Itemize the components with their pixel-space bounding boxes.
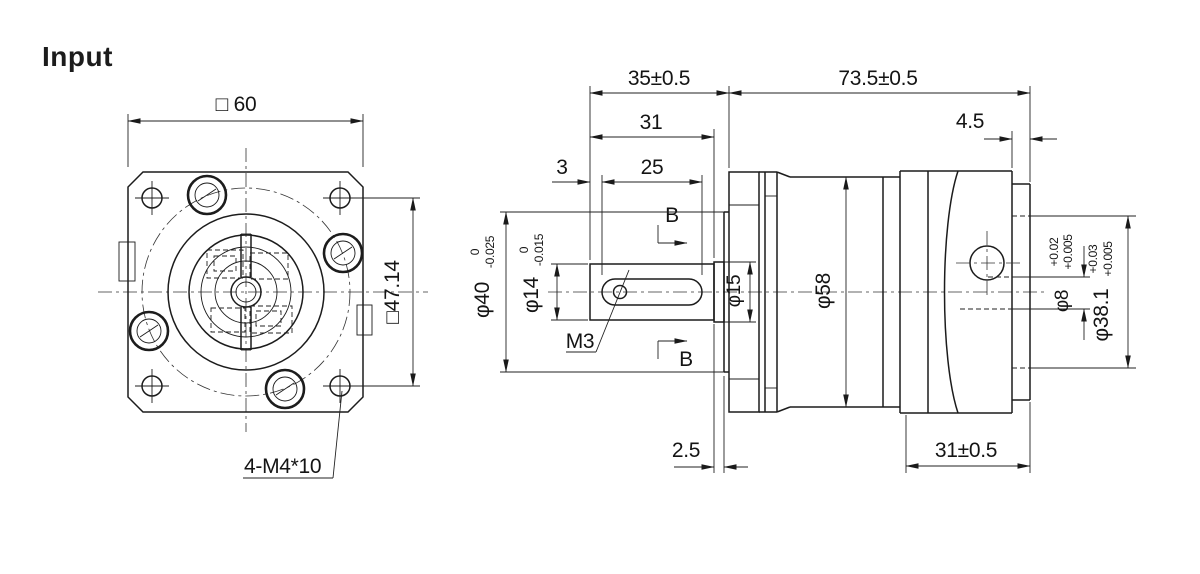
m3-thread-hole	[612, 284, 628, 300]
dim-text-square60: □ 60	[216, 93, 257, 116]
hidden-gear-features	[206, 249, 293, 334]
section-mark-upper: B	[657, 204, 688, 246]
rear-curve	[943, 170, 959, 414]
center-bores	[167, 213, 325, 371]
dim-square-60: □ 60	[127, 93, 364, 167]
pilot-boss	[723, 211, 729, 373]
dim-tol-phi14-lower: -0.015	[532, 233, 546, 266]
rear-cap	[1011, 171, 1031, 413]
dim-tol-phi8-upper: +0.02	[1047, 237, 1061, 266]
dim-phi38-1: φ38.1 +0.03 +0.005	[1030, 215, 1136, 369]
corner-mounting-holes	[135, 181, 357, 403]
dim-text-25: 25	[641, 156, 664, 179]
side-view: B B M3 35±0.5	[468, 67, 1136, 473]
dim-text-phi40: φ40	[471, 282, 494, 318]
housing-body	[790, 170, 1012, 414]
dim-25: 25	[601, 156, 703, 185]
dim-text-73-5: 73.5±0.5	[838, 67, 917, 90]
housing-front-ring	[759, 171, 791, 413]
dim-text-phi15: φ15	[724, 275, 745, 308]
rear-radial-hole	[956, 231, 1021, 297]
view-title: Input	[42, 41, 113, 72]
dim-31-top: 31	[589, 111, 715, 140]
flange-outline	[127, 171, 364, 413]
front-view: □ 60 □47.14 4-M4*10	[98, 93, 428, 479]
label-m3: M3	[566, 330, 595, 353]
dim-text-2-5: 2.5	[672, 439, 700, 462]
socket-screws	[128, 174, 364, 410]
dim-tol-phi38-1-upper: +0.03	[1086, 244, 1100, 273]
dim-phi8: φ8 +0.02 +0.005	[1012, 234, 1090, 340]
front-centerlines	[98, 148, 428, 432]
dim-tol-phi8-lower: +0.005	[1061, 234, 1075, 270]
dim-tol-phi40-lower: -0.025	[483, 235, 497, 268]
bolt-circle	[141, 187, 351, 397]
hidden-bore-lines	[960, 215, 1030, 369]
dim-text-31-top: 31	[640, 111, 663, 134]
dim-text-3: 3	[556, 156, 567, 179]
dim-text-phi14: φ14	[520, 276, 543, 313]
dim-3: 3	[552, 156, 591, 185]
dim-phi40: φ40 0 -0.025	[468, 211, 724, 373]
section-label-b-lower: B	[679, 348, 693, 371]
dim-text-4-5: 4.5	[956, 110, 984, 133]
dim-tol-phi38-1-lower: +0.005	[1101, 241, 1115, 277]
dim-35: 35±0.5	[589, 67, 730, 96]
dim-square-4714: □47.14	[353, 197, 420, 387]
dim-phi14: φ14 0 -0.015	[517, 233, 588, 321]
dim-text-phi38-1: φ38.1	[1090, 289, 1113, 342]
m3-label-group: M3	[566, 269, 630, 353]
label-4-m4-10: 4-M4*10	[244, 455, 321, 478]
right-side-tab	[356, 304, 373, 336]
left-side-tab	[118, 241, 136, 282]
dim-73-5: 73.5±0.5	[728, 67, 1031, 96]
dim-text-35: 35±0.5	[628, 67, 690, 90]
dim-text-phi58: φ58	[812, 273, 835, 309]
dim-2-5: 2.5	[672, 324, 748, 473]
dim-tol-phi40-upper: 0	[468, 248, 482, 255]
dim-text-square4714: □47.14	[381, 260, 404, 324]
mounting-flange-side	[728, 171, 760, 413]
dim-phi15: φ15	[724, 261, 756, 323]
dim-phi58: φ58	[812, 176, 849, 408]
dim-text-phi8: φ8	[1052, 290, 1073, 312]
dim-31-bottom: 31±0.5	[905, 402, 1031, 473]
section-label-b-upper: B	[665, 204, 679, 227]
dim-4-5: 4.5	[956, 110, 1057, 142]
corner-holes-label: 4-M4*10	[243, 390, 343, 479]
keyway-slot-front	[240, 233, 252, 351]
shaft-keyway	[601, 278, 703, 306]
section-mark-lower: B	[657, 338, 693, 371]
dim-tol-phi14-upper: 0	[517, 246, 531, 253]
dim-text-31-bottom: 31±0.5	[935, 439, 997, 462]
